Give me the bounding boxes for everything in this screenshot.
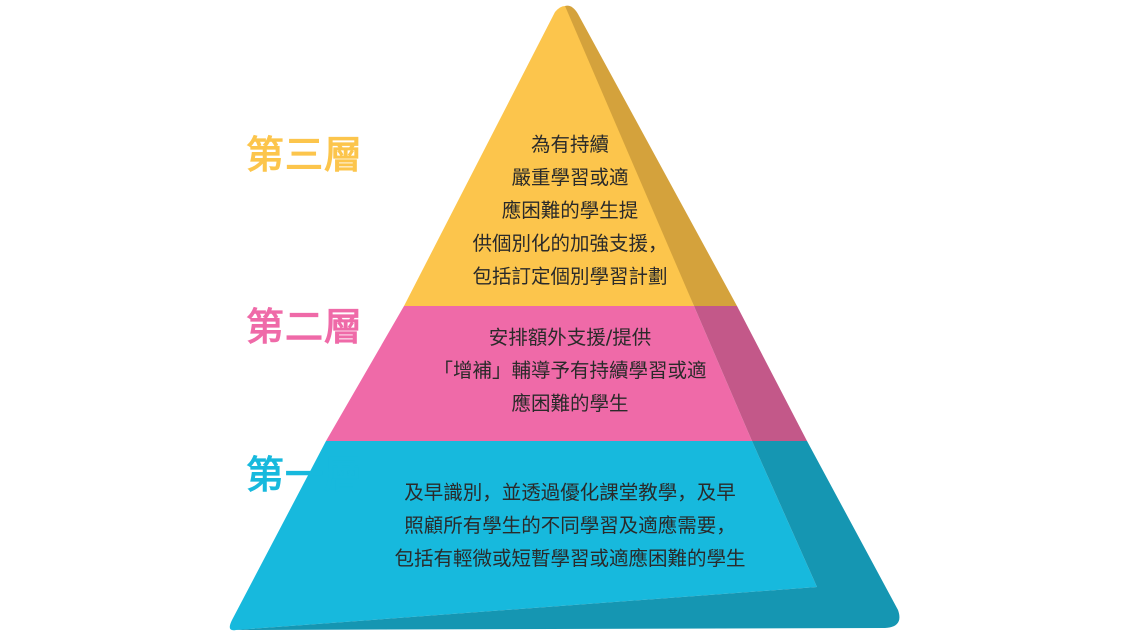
- tier-3-line: 為有持續: [530, 133, 609, 156]
- tier-1-label: 第一層: [246, 453, 364, 497]
- tier-2-line: 「增補」輔導予有持續學習或適: [433, 359, 707, 382]
- tier-3-line: 應困難的學生提: [501, 199, 639, 222]
- tier-2-shape: [326, 306, 807, 441]
- tier-2-label: 第二層: [246, 305, 364, 349]
- tier-2-line: 應困難的學生: [511, 392, 629, 415]
- tier-3-shape: [404, 5, 737, 307]
- tier-2-shadow: [694, 306, 807, 441]
- tier-2-line: 安排額外支援/提供: [488, 326, 652, 349]
- tier-1-shadow: [236, 441, 900, 630]
- tier-2-fill: [326, 306, 752, 441]
- tier-3-shadow: [565, 5, 737, 307]
- tier-3-fill: [404, 6, 694, 306]
- tier-1-shape: [229, 441, 900, 631]
- tier-1-description: 及早識別，並透過優化課堂教學，及早 照顧所有學生的不同學習及適應需要， 包括有輕…: [340, 476, 800, 575]
- tier-1-line: 包括有輕微或短暫學習或適應困難的學生: [394, 547, 746, 570]
- tier-3-line: 供個別化的加強支援，: [472, 232, 668, 255]
- tier-1-fill: [229, 441, 817, 631]
- tier-1-line: 及早識別，並透過優化課堂教學，及早: [404, 481, 736, 504]
- tier-3-line: 包括訂定個別學習計劃: [472, 265, 668, 288]
- tier-2-description: 安排額外支援/提供 「增補」輔導予有持續學習或適 應困難的學生: [390, 321, 750, 420]
- tier-1-line: 照顧所有學生的不同學習及適應需要，: [404, 514, 736, 537]
- tier-3-label: 第三層: [246, 133, 364, 177]
- tier-3-description: 為有持續 嚴重學習或適 應困難的學生提 供個別化的加強支援， 包括訂定個別學習計…: [420, 128, 720, 293]
- tier-3-line: 嚴重學習或適: [511, 166, 629, 189]
